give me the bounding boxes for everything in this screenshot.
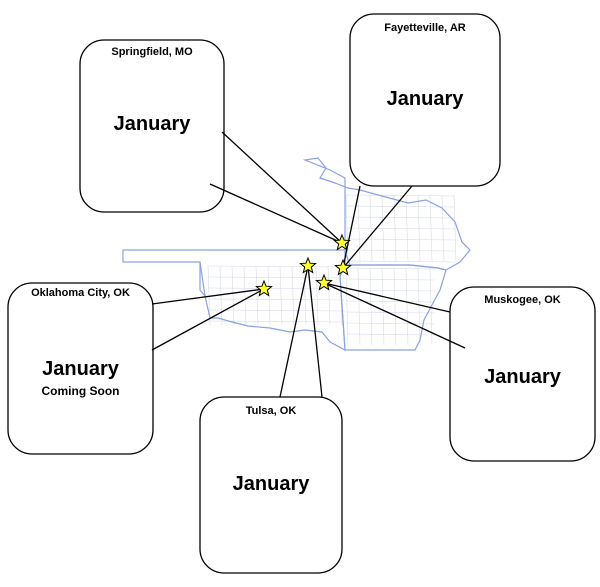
fayetteville-callout-box bbox=[349, 13, 501, 187]
oklahoma-city-city-label: Oklahoma City, OK bbox=[31, 287, 130, 299]
county-line bbox=[345, 238, 456, 241]
fayetteville-pointer-line bbox=[342, 185, 361, 269]
county-line bbox=[207, 265, 346, 268]
county-line bbox=[207, 309, 346, 312]
fayetteville-star-icon[interactable] bbox=[334, 258, 352, 276]
county-line bbox=[345, 194, 456, 197]
oklahoma-city-pointer-line bbox=[151, 288, 265, 351]
county-line bbox=[243, 265, 247, 326]
callouts-layer bbox=[7, 13, 596, 574]
county-line bbox=[345, 278, 436, 281]
county-line bbox=[393, 267, 397, 346]
county-line bbox=[303, 265, 307, 326]
missouri-outline bbox=[302, 157, 471, 271]
county-line bbox=[345, 249, 456, 252]
county-lines bbox=[207, 194, 457, 346]
tulsa-pointer-line bbox=[307, 265, 323, 398]
fayetteville-pointer-line bbox=[342, 185, 413, 269]
springfield-pointer-line bbox=[209, 183, 343, 244]
county-line bbox=[345, 289, 436, 292]
county-line bbox=[417, 267, 421, 346]
muskogee-city-label: Muskogee, OK bbox=[484, 294, 561, 306]
county-line bbox=[357, 267, 361, 346]
county-line bbox=[291, 265, 295, 326]
county-line bbox=[207, 287, 346, 290]
oklahoma-city-pointer-line bbox=[151, 288, 265, 305]
county-line bbox=[279, 265, 283, 326]
county-line bbox=[255, 265, 259, 326]
oklahoma-city-callout-box bbox=[7, 282, 154, 455]
county-line bbox=[345, 322, 436, 325]
county-line bbox=[345, 267, 436, 270]
county-line bbox=[441, 194, 445, 263]
county-line bbox=[345, 333, 436, 336]
county-line bbox=[345, 311, 436, 314]
fayetteville-month-label: January bbox=[386, 88, 464, 110]
tulsa-pointer-line bbox=[279, 265, 309, 398]
tulsa-city-label: Tulsa, OK bbox=[245, 405, 297, 417]
tulsa-star-icon[interactable] bbox=[299, 256, 317, 274]
county-line bbox=[231, 265, 235, 326]
muskogee-callout-box bbox=[449, 286, 596, 462]
fayetteville-city-label: Fayetteville, AR bbox=[384, 22, 466, 34]
tulsa-month-label: January bbox=[232, 473, 310, 495]
county-line bbox=[315, 265, 319, 326]
arkansas-outline bbox=[339, 264, 447, 351]
springfield-city-label: Springfield, MO bbox=[111, 46, 193, 58]
texas-border bbox=[199, 262, 206, 297]
county-line bbox=[369, 267, 373, 346]
county-line bbox=[345, 300, 436, 303]
muskogee-pointer-line bbox=[323, 282, 466, 349]
springfield-pointer-line bbox=[221, 131, 343, 244]
county-line bbox=[327, 265, 331, 326]
county-line bbox=[405, 267, 409, 346]
county-line bbox=[345, 216, 456, 219]
county-line bbox=[381, 267, 385, 346]
county-line bbox=[453, 194, 457, 263]
tulsa-callout-box bbox=[199, 396, 343, 574]
oklahoma-city-star-icon[interactable] bbox=[255, 279, 273, 297]
county-line bbox=[207, 276, 346, 279]
county-line bbox=[345, 205, 456, 208]
springfield-month-label: January bbox=[113, 113, 191, 135]
springfield-star-icon[interactable] bbox=[333, 233, 351, 251]
muskogee-pointer-line bbox=[323, 282, 451, 313]
oklahoma-city-month-label: January bbox=[42, 358, 119, 380]
oklahoma-city-note-label: Coming Soon bbox=[41, 384, 120, 398]
county-line bbox=[207, 298, 346, 301]
county-line bbox=[345, 227, 456, 230]
county-line bbox=[345, 267, 349, 346]
springfield-callout-box bbox=[79, 39, 225, 213]
muskogee-month-label: January bbox=[484, 366, 561, 388]
county-line bbox=[345, 260, 456, 263]
county-line bbox=[357, 194, 361, 263]
county-line bbox=[219, 265, 223, 326]
muskogee-star-icon[interactable] bbox=[315, 273, 333, 291]
